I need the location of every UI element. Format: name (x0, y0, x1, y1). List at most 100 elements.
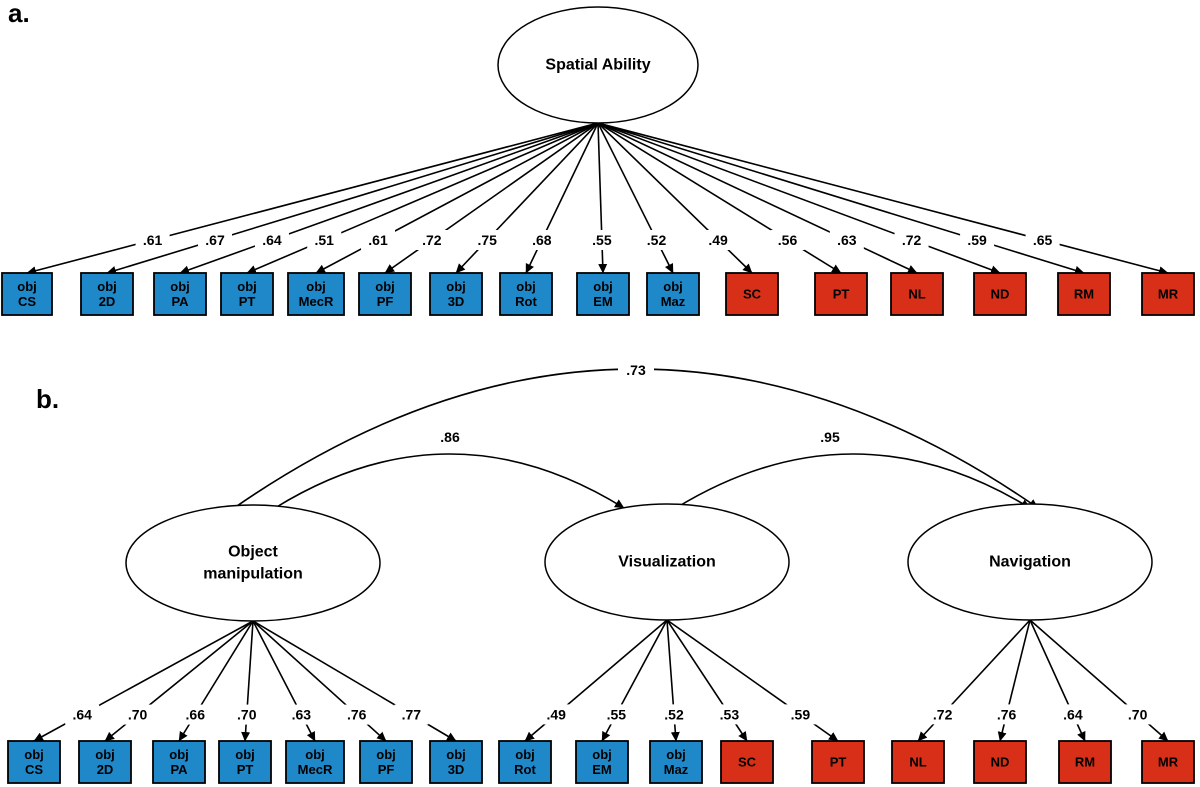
correlation-arc (264, 453, 625, 517)
loading-label-bg (599, 704, 634, 725)
indicator-label: EM (593, 294, 613, 309)
loading-coefficient: .64 (262, 232, 282, 248)
indicator-box (153, 272, 207, 316)
indicator-label: obj (169, 747, 189, 762)
loading-label-bg (229, 704, 264, 725)
indicator-label: PA (170, 762, 188, 777)
indicator-label: ND (991, 287, 1010, 302)
indicator-box (285, 740, 345, 784)
loading-coefficient: .72 (933, 706, 953, 722)
indicator-nl: NL (891, 740, 945, 784)
loading-arrow (179, 122, 599, 275)
indicator-label: Rot (514, 762, 536, 777)
indicator-box (152, 740, 206, 784)
indicator-label: obj (305, 747, 325, 762)
loading-coefficient: .49 (708, 232, 728, 248)
loading-coefficient: .52 (664, 706, 684, 722)
indicator-box (78, 740, 132, 784)
indicator-box (1141, 272, 1195, 316)
loading-label-bg (307, 230, 342, 250)
panel-a-label: a. (8, 0, 30, 28)
indicator-box (575, 740, 629, 784)
indicator-label: PT (237, 762, 254, 777)
loading-coefficient: .68 (532, 232, 552, 248)
indicator-box (973, 272, 1027, 316)
indicator-label: MecR (299, 294, 334, 309)
loading-label-bg (361, 230, 396, 250)
loading-coefficient: .70 (237, 707, 257, 723)
indicator-label: obj (515, 747, 535, 762)
indicator-box (891, 740, 945, 784)
indicator-label: SC (738, 755, 757, 770)
indicator-label: PF (378, 762, 395, 777)
loading-coefficient: .51 (314, 232, 334, 248)
indicator-label: obj (666, 747, 686, 762)
correlation-coefficient: .95 (820, 429, 840, 445)
loading-label-bg (989, 704, 1024, 725)
indicator-box (890, 272, 944, 316)
indicator-label: PT (833, 287, 850, 302)
indicator-label: RM (1075, 755, 1095, 770)
indicator-rm: RM (1058, 740, 1112, 784)
loading-label-bg (829, 230, 864, 250)
loading-arrow (597, 122, 918, 274)
loading-coefficient: .55 (607, 706, 627, 722)
indicator-box (429, 740, 483, 784)
correlation-coefficient: .86 (440, 429, 460, 445)
indicator-nd: ND (973, 740, 1027, 784)
indicator-label: EM (592, 762, 612, 777)
edges-layer: .61.67.64.51.61.72.75.68.55.52.49.56.63.… (26, 122, 1169, 742)
loading-coefficient: .75 (478, 232, 498, 248)
indicator-label: 2D (99, 294, 116, 309)
loading-arrow (597, 122, 1001, 275)
indicator-label: obj (235, 747, 255, 762)
panel-b-label: b. (36, 384, 59, 414)
loading-arrow (597, 122, 753, 274)
loading-arrow (597, 122, 1169, 276)
indicator-label: PA (171, 294, 189, 309)
loading-label-bg (1055, 704, 1090, 725)
indicator-label: obj (24, 747, 44, 762)
indicator-label: NL (909, 755, 926, 770)
loading-label-bg (254, 230, 289, 250)
loading-label-bg (1120, 704, 1155, 725)
indicator-label: obj (376, 747, 396, 762)
indicator-box (725, 272, 779, 316)
indicator-nd: ND (973, 272, 1027, 316)
loading-label-bg (524, 230, 559, 250)
indicator-rm: RM (1057, 272, 1111, 316)
loading-label-bg (135, 230, 170, 250)
correlation-label-bg (812, 427, 848, 447)
loading-arrow (106, 122, 599, 275)
loading-coefficient: .53 (720, 706, 740, 722)
indicator-label: MR (1158, 287, 1179, 302)
loading-label-bg (712, 704, 747, 725)
loading-label-bg (770, 230, 805, 250)
loading-label-bg (584, 230, 619, 250)
indicator-label: obj (97, 279, 117, 294)
indicator-box (649, 740, 703, 784)
indicator-label: obj (17, 279, 37, 294)
loading-arrow (246, 122, 599, 274)
indicator-label: CS (18, 294, 36, 309)
latent-navigation-ellipse (907, 503, 1153, 621)
indicator-box (576, 272, 630, 316)
indicator-box (359, 740, 413, 784)
loading-label-bg (65, 704, 100, 725)
indicator-label: obj (446, 279, 466, 294)
indicator-label: PT (830, 755, 847, 770)
indicator-box (287, 272, 345, 316)
loading-label-bg (539, 704, 574, 725)
